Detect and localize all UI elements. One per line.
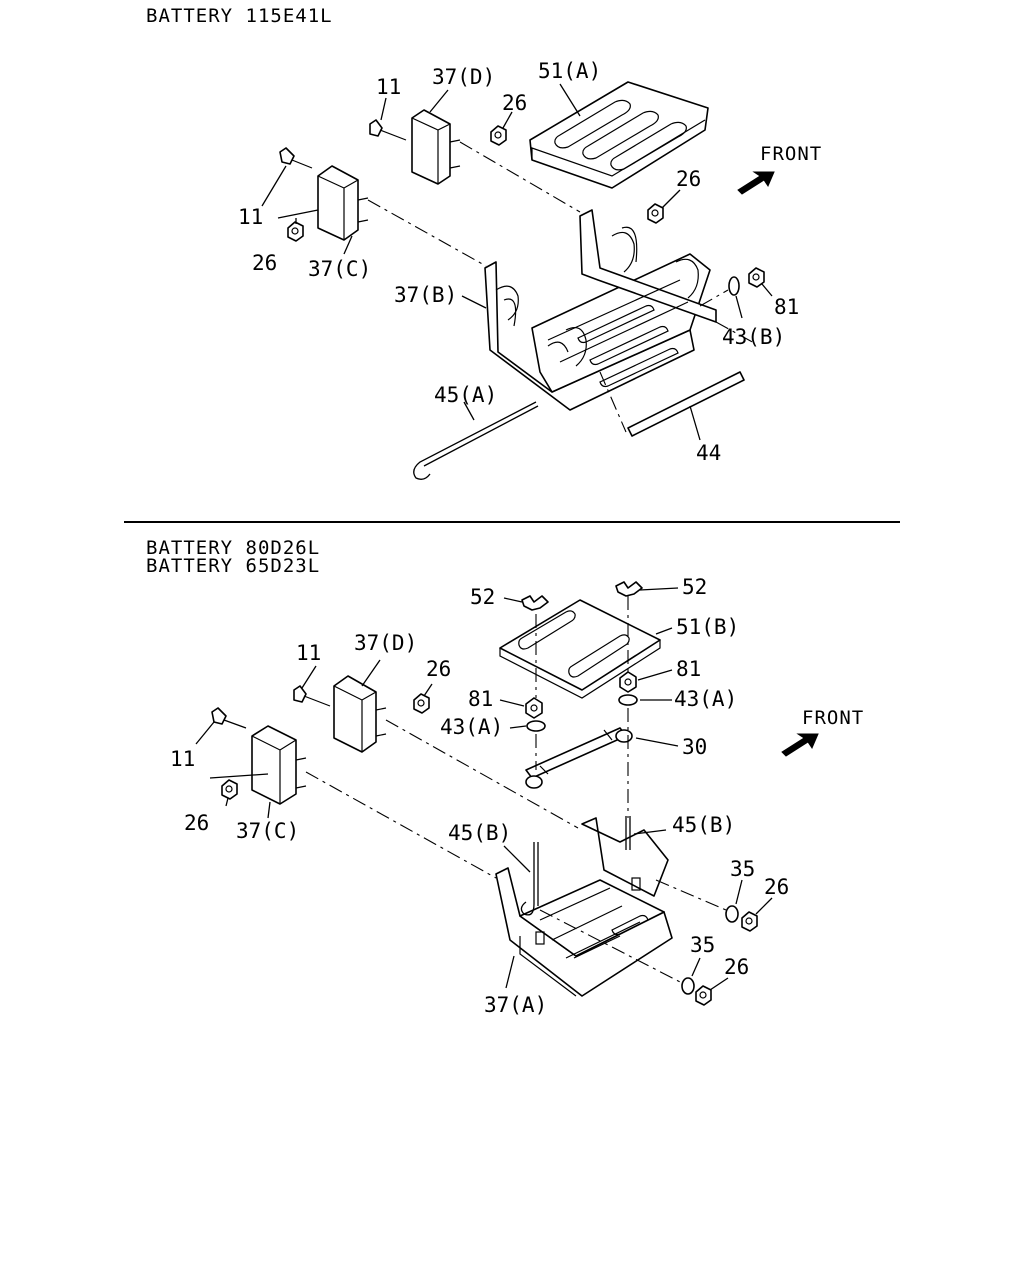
nut-81 [619, 671, 637, 693]
callout-label: 43(B) [722, 325, 785, 349]
bracket-37c [317, 165, 369, 241]
callout-label: 26 [724, 955, 749, 979]
front-label: FRONT [760, 143, 822, 165]
bracket-37d [411, 109, 461, 185]
callout-label: 11 [238, 205, 263, 229]
nut-26 [490, 125, 507, 146]
callout-label: 26 [502, 91, 527, 115]
callout-label: 11 [296, 641, 321, 665]
callout-label: 37(C) [236, 819, 299, 843]
front-label: FRONT [802, 707, 864, 729]
callout-label: 43(A) [440, 715, 503, 739]
nut-26 [221, 779, 238, 800]
callout-label: 81 [468, 687, 493, 711]
callout-label: 26 [426, 657, 451, 681]
bolt-11 [369, 119, 407, 141]
washer-43a [618, 694, 638, 706]
nut-26 [413, 693, 430, 714]
j-bolt-45b [520, 816, 631, 916]
battery-tray-37b [484, 209, 717, 411]
clamp-bar-30 [525, 727, 633, 789]
rod-44 [627, 371, 745, 437]
battery-cover-51b [499, 599, 661, 699]
callout-label: 81 [774, 295, 799, 319]
battery-cover-51a [529, 81, 709, 189]
nut-26 [287, 221, 304, 242]
callout-label: 37(C) [308, 257, 371, 281]
nut-26 [695, 985, 712, 1006]
callout-label: 26 [252, 251, 277, 275]
callout-label: 81 [676, 657, 701, 681]
callout-label: 11 [376, 75, 401, 99]
callout-label: 45(A) [434, 383, 497, 407]
nut-26 [741, 911, 758, 932]
callout-label: 45(B) [448, 821, 511, 845]
callout-label: 37(B) [394, 283, 457, 307]
front-arrow-icon [737, 171, 775, 195]
bolt-11 [293, 685, 331, 707]
callout-label: 35 [690, 933, 715, 957]
washer-35 [725, 905, 739, 923]
callout-label: 35 [730, 857, 755, 881]
nut-81 [748, 267, 765, 288]
bolt-11 [279, 147, 313, 169]
washer-35 [681, 977, 695, 995]
callout-label: 51(A) [538, 59, 601, 83]
washer-43b [728, 276, 740, 296]
wing-nut-52 [521, 595, 549, 611]
wing-nut-52 [615, 581, 643, 597]
callout-label: 45(B) [672, 813, 735, 837]
callout-label: 37(D) [432, 65, 495, 89]
callout-label: 51(B) [676, 615, 739, 639]
callout-label: 44 [696, 441, 721, 465]
callout-label: 37(A) [484, 993, 547, 1017]
section-2-title: BATTERY 80D26L [146, 537, 320, 559]
j-bolt-45a [413, 401, 539, 480]
callout-label: 26 [184, 811, 209, 835]
callout-label: 30 [682, 735, 707, 759]
nut-81 [525, 697, 543, 719]
callout-label: 11 [170, 747, 195, 771]
callout-label: 26 [676, 167, 701, 191]
bracket-37d [333, 675, 387, 753]
callout-label: 43(A) [674, 687, 737, 711]
callout-label: 37(D) [354, 631, 417, 655]
washer-43a [526, 720, 546, 732]
nut-26 [647, 203, 664, 224]
section-1-title: BATTERY 115E41L [146, 5, 333, 27]
bolt-11 [211, 707, 247, 729]
battery-tray-37a [495, 817, 673, 997]
callout-label: 52 [682, 575, 707, 599]
front-arrow-icon [781, 733, 819, 757]
callout-label: 52 [470, 585, 495, 609]
section-2-title: BATTERY 65D23L [146, 555, 320, 577]
callout-label: 26 [764, 875, 789, 899]
bracket-37c [251, 725, 307, 805]
